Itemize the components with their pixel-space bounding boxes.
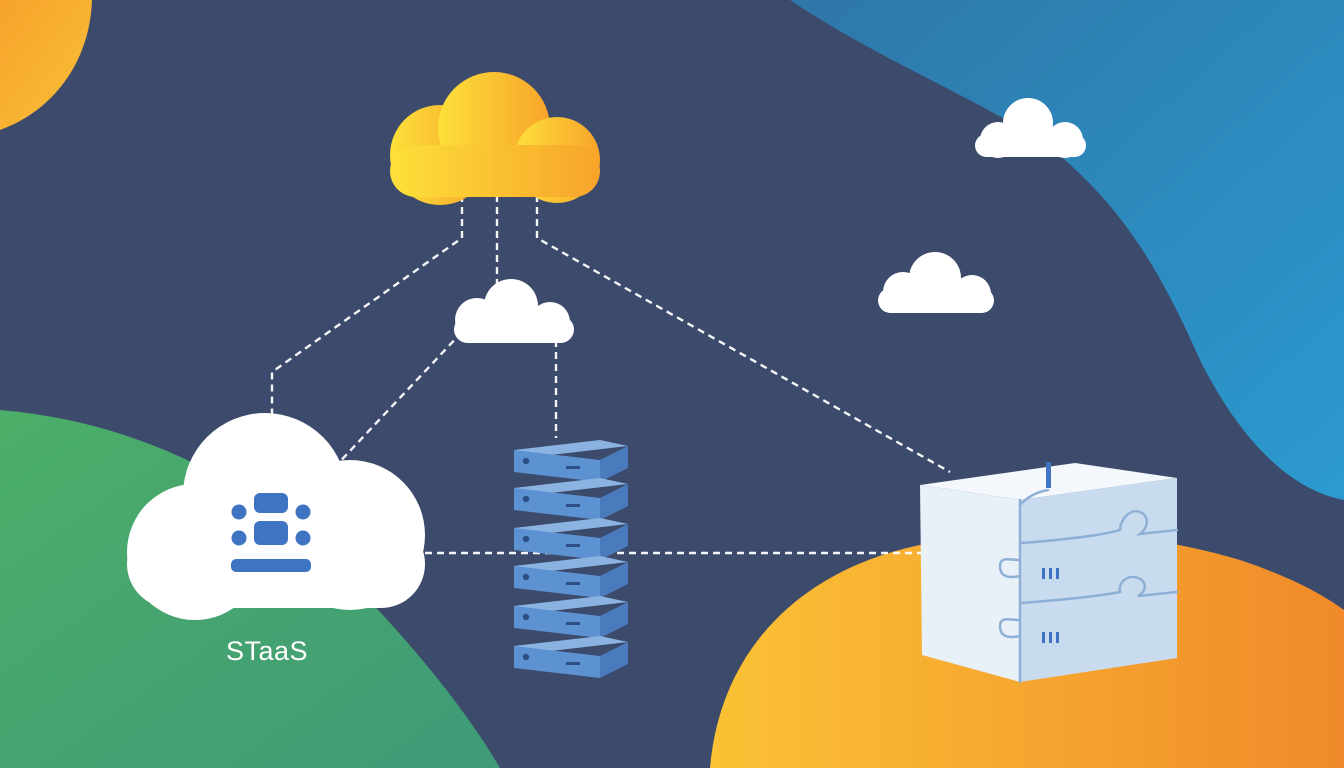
staas-label: STaaS <box>226 636 309 666</box>
connector-small-cloud-to-staas <box>331 331 463 471</box>
staas-cloud-icon <box>127 413 425 620</box>
server-unit <box>514 596 628 638</box>
device-grid-icon <box>231 493 311 572</box>
yellow-cloud-icon <box>390 72 600 205</box>
server-unit <box>514 440 628 482</box>
server-unit <box>514 636 628 678</box>
cloud-mid-right-icon <box>878 252 994 313</box>
storage-cube-icon <box>920 462 1179 684</box>
server-unit <box>514 478 628 520</box>
connector-lines <box>270 195 951 555</box>
server-unit <box>514 556 628 598</box>
server-unit <box>514 518 628 560</box>
server-stack-icon <box>514 440 628 678</box>
cloud-top-right-icon <box>975 98 1086 158</box>
small-cloud-icon <box>454 279 574 343</box>
orange-blob-top-left <box>0 0 92 130</box>
blue-blob-top-right <box>790 0 1344 500</box>
connector-yellow-to-staas <box>270 195 464 428</box>
connector-yellow-to-cube <box>535 195 951 474</box>
